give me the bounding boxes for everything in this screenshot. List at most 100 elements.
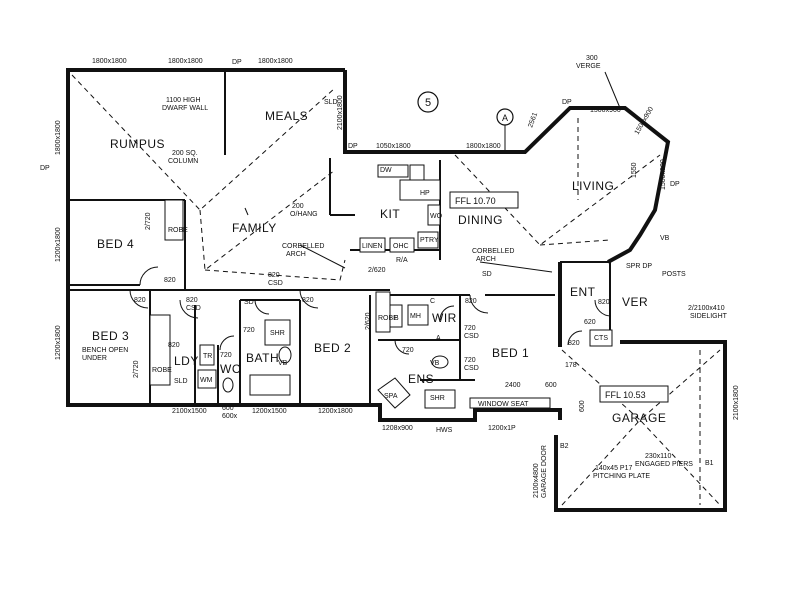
room-kit: KIT [380, 207, 400, 221]
dim-820-g: 820 [598, 299, 610, 306]
ffl-main: FFL 10.70 [455, 196, 496, 206]
note-spa: SPA [384, 393, 398, 400]
ens-shower [424, 389, 456, 409]
dim-2100-garage: 2100x1800 [733, 385, 740, 420]
dim-600-b: 600 [545, 382, 557, 389]
room-labels: RUMPUS MEALS FAMILY KIT DINING LIVING BE… [92, 109, 666, 425]
room-garage: GARAGE [612, 411, 666, 425]
note-sidelight-2: SIDELIGHT [690, 313, 728, 320]
dim-1050: 1050x1800 [376, 143, 411, 150]
outer-wall-north [343, 70, 671, 264]
section-marker-5: 5 [417, 91, 439, 113]
dim-1800-left: 1800x1800 [55, 120, 62, 155]
note-shr-ens: SHR [430, 395, 445, 402]
dim-2400-a: 2400 [505, 382, 521, 389]
note-wo: WO [430, 213, 443, 220]
ceiling-line-corbel [204, 259, 346, 281]
note-dp-1: DP [348, 143, 358, 150]
note-dw: DW [380, 167, 392, 174]
robe-bed3 [149, 314, 171, 386]
note-ohc: OHC [393, 243, 409, 250]
note-dp-5: DP [670, 181, 680, 188]
note-bench-1: BENCH OPEN [82, 347, 128, 354]
dim-2-620-bed2: 2/620 [365, 312, 372, 330]
fixtures [149, 164, 613, 409]
cts-unit [589, 329, 613, 347]
room-bed1: BED 1 [492, 346, 529, 360]
note-dp-4: DP [562, 99, 572, 106]
bath-basin [278, 346, 292, 364]
dim-sd-1: SD [244, 299, 254, 306]
note-garage-door-2: GARAGE DOOR [541, 445, 548, 498]
dim-620: 620 [584, 319, 596, 326]
dim-720-a: 720 [243, 327, 255, 334]
note-hp: HP [420, 190, 430, 197]
note-posts: POSTS [662, 271, 686, 278]
note-engaged-1: 230x110 [645, 453, 671, 460]
dim-csd-3: CSD [464, 333, 479, 340]
wall-oven [427, 204, 441, 226]
spa [377, 377, 411, 409]
note-c: C [430, 298, 435, 305]
door-wc [219, 335, 235, 351]
dim-1800-1: 1800x1800 [92, 58, 127, 65]
room-dining: DINING [458, 213, 503, 227]
note-sld-ldy: SLD [174, 378, 188, 385]
door-bed2 [299, 289, 319, 309]
room-ent: ENT [570, 285, 596, 299]
leader-lines [244, 71, 621, 273]
dim-820-f: 820 [465, 298, 477, 305]
room-ens: ENS [408, 372, 434, 386]
room-ldy: LDY [174, 354, 199, 368]
leader-corbelled-2 [479, 261, 553, 273]
dim-1200x1p: 1200x1P [488, 425, 516, 432]
dim-820-h: 820 [168, 342, 180, 349]
note-verge-1: 300 [586, 55, 598, 62]
note-robe-bed2: ROBE [378, 315, 398, 322]
note-spr-dp: SPR DP [626, 263, 652, 270]
dim-178: 178 [565, 362, 577, 369]
section-marker-a: A [496, 108, 514, 152]
dim-720-d: 720 [464, 325, 476, 332]
dim-1800-2: 1800x1800 [168, 58, 203, 65]
note-vb-ver: VB [660, 235, 670, 242]
laundry-trough [199, 344, 215, 366]
dim-2100x1500: 2100x1500 [172, 408, 207, 415]
dimensions: 1800x1800 1800x1800 1800x1800 1050x1800 … [55, 58, 740, 432]
dim-1208x900: 1208x900 [382, 425, 413, 432]
note-robe-bed4: ROBE [168, 227, 188, 234]
door-bed4 [139, 266, 159, 286]
dim-820-e: 820 [302, 297, 314, 304]
door-ens [394, 339, 410, 355]
note-dwarf-2: DWARF WALL [162, 105, 208, 112]
wc-toilet [222, 377, 234, 393]
note-corbelled-1b: ARCH [286, 251, 306, 258]
dim-1200-bed2: 1200x1800 [318, 408, 353, 415]
dim-720-e: 720 [464, 357, 476, 364]
room-rumpus: RUMPUS [110, 137, 165, 151]
garage-wall [554, 340, 727, 512]
note-dp-3: DP [40, 165, 50, 172]
ohc-cupboard [389, 237, 415, 253]
note-robe-bed3: ROBE [152, 367, 172, 374]
dim-ra: R/A [396, 257, 408, 264]
dim-1200-left: 1200x1800 [55, 227, 62, 262]
door-bed1 [469, 294, 489, 314]
note-pitching-2: PITCHING PLATE [593, 473, 650, 480]
ceiling-line-family [199, 169, 336, 271]
note-engaged-2: ENGAGED PIERS [635, 461, 693, 468]
dim-2-620-kit: 2/620 [368, 267, 386, 274]
room-living: LIVING [572, 179, 614, 193]
note-corbelled-2a: CORBELLED [472, 248, 514, 255]
note-cts: CTS [594, 335, 608, 342]
note-dwarf-1: 1100 HIGH [166, 97, 201, 104]
room-bed2: BED 2 [314, 341, 351, 355]
dim-csd-4: CSD [464, 365, 479, 372]
room-bath: BATH [246, 351, 279, 365]
room-wc: WC [220, 362, 241, 376]
note-b2: B2 [560, 443, 569, 450]
note-garage-door-1: 2100x4800 [533, 463, 540, 498]
room-family: FAMILY [232, 221, 277, 235]
ceiling-line-dining [539, 239, 611, 246]
shower-bath [264, 319, 291, 346]
